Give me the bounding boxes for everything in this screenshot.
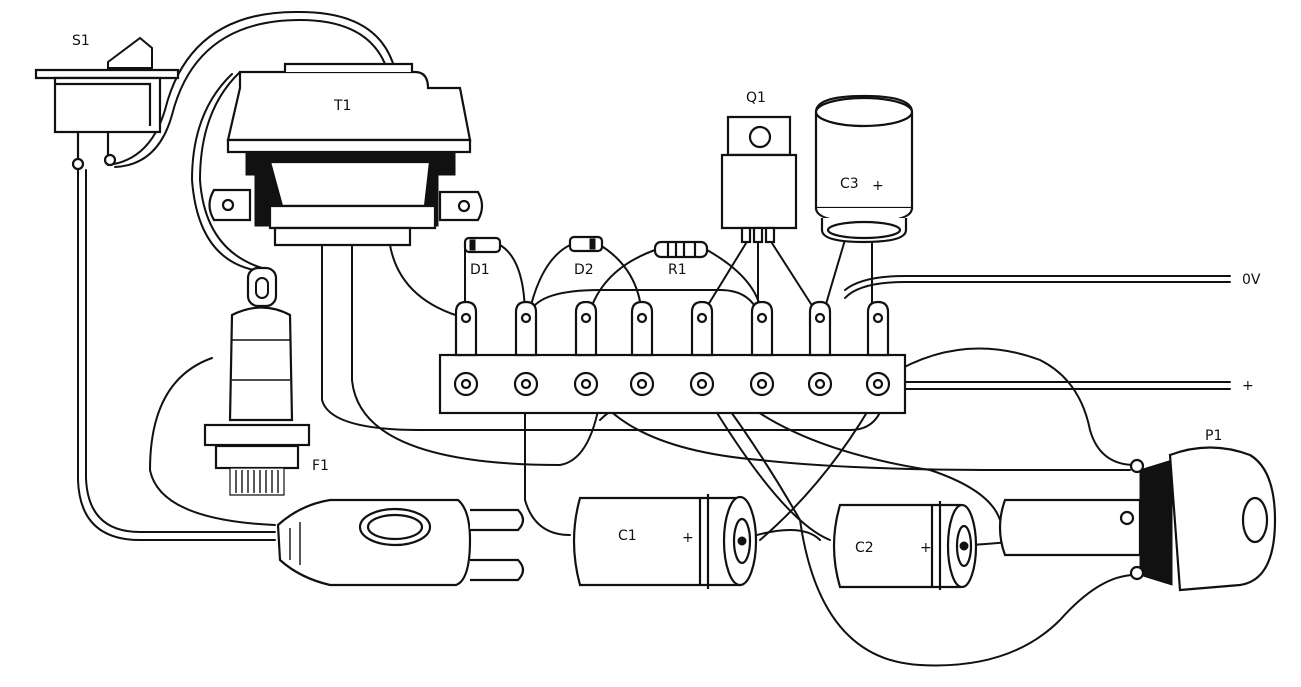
capacitor-c2	[832, 501, 978, 590]
fuse-holder-f1	[203, 266, 311, 496]
diode-d1	[463, 236, 502, 254]
label-s1: S1	[72, 33, 90, 49]
label-r1: R1	[668, 262, 687, 278]
label-c3: C3	[840, 176, 859, 192]
terminal-lugs	[454, 300, 890, 357]
label-c2: C2	[855, 540, 874, 556]
terminal-screws	[453, 371, 891, 397]
potentiometer-p1	[998, 446, 1277, 592]
capacitor-c3	[814, 94, 914, 244]
label-c1-polarity: +	[682, 530, 694, 546]
label-c2-polarity: +	[920, 540, 932, 556]
label-d2: D2	[574, 262, 594, 278]
label-q1: Q1	[746, 90, 766, 106]
switch-s1	[34, 36, 180, 171]
label-0v: 0V	[1242, 272, 1261, 288]
label-p1: P1	[1205, 428, 1222, 444]
label-c3-polarity: +	[872, 178, 884, 194]
capacitor-c1	[572, 494, 758, 589]
terminal-strip	[438, 300, 907, 415]
label-c1: C1	[618, 528, 637, 544]
mains-plug	[276, 498, 525, 587]
transformer-t1	[208, 62, 484, 247]
label-plus-output: +	[1242, 378, 1254, 394]
resistor-r1	[653, 240, 709, 259]
label-f1: F1	[312, 458, 329, 474]
label-d1: D1	[470, 262, 490, 278]
label-t1: T1	[333, 98, 351, 114]
transistor-q1	[720, 115, 798, 244]
labels: S1 T1 Q1 C3 + D1 D2 R1 0V + F1 P1 C1 + C…	[72, 33, 1261, 556]
diode-d2	[568, 235, 604, 253]
